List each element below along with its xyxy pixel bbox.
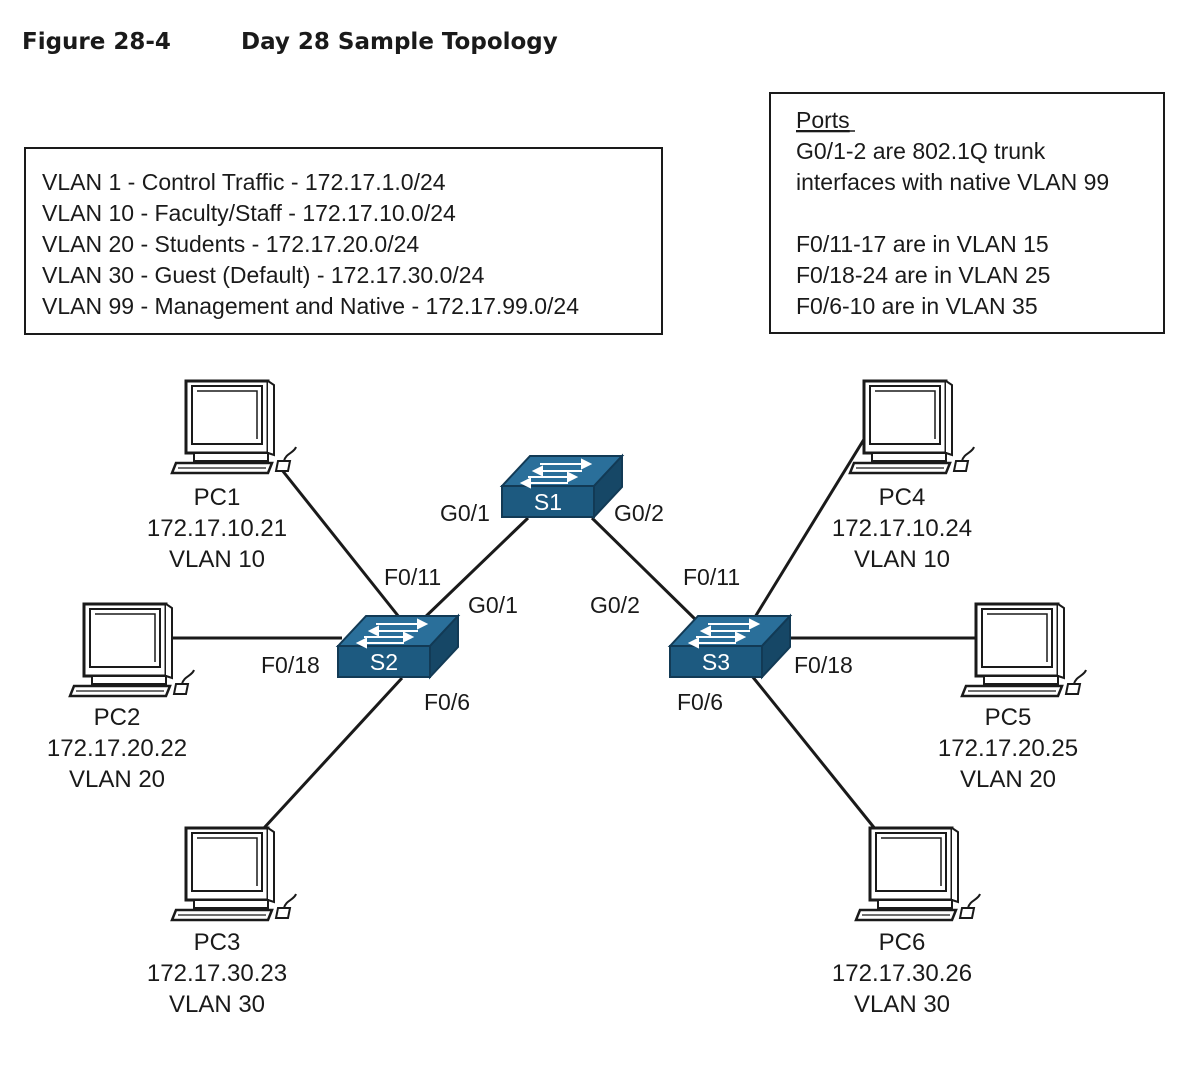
pc-name: PC6: [879, 929, 926, 956]
port-label-s2-f06: F0/6: [424, 689, 470, 715]
pc-vlan: VLAN 20: [960, 766, 1056, 793]
pc-vlan: VLAN 30: [169, 991, 265, 1018]
pc-icon: [854, 826, 982, 922]
pc5: PC5 172.17.20.25 VLAN 20: [938, 602, 1088, 793]
link-s1-s3: [590, 516, 700, 624]
pc-name: PC2: [94, 704, 141, 731]
ports-legend-box: Ports G0/1-2 are 802.1Q trunk interfaces…: [769, 92, 1165, 334]
pc-ip: 172.17.30.23: [147, 960, 287, 987]
vlan-line: VLAN 30 - Guest (Default) - 172.17.30.0/…: [42, 262, 485, 288]
figure-title: Day 28 Sample Topology: [241, 29, 558, 55]
links: [170, 435, 975, 831]
pc-icon: [960, 602, 1088, 698]
pc-ip: 172.17.20.25: [938, 735, 1078, 762]
pc-vlan: VLAN 10: [169, 546, 265, 573]
port-label-s3-f011: F0/11: [683, 564, 740, 590]
pc6: PC6 172.17.30.26 VLAN 30: [832, 826, 982, 1018]
ports-line: interfaces with native VLAN 99: [796, 169, 1109, 195]
pc-name: PC1: [194, 484, 241, 511]
pc-icon: [68, 602, 196, 698]
link-pc6-s3: [750, 675, 878, 831]
port-label-s1-g01: G0/1: [440, 500, 490, 526]
vlan-line: VLAN 1 - Control Traffic - 172.17.1.0/24: [42, 169, 446, 195]
figure-number: Figure 28-4: [22, 29, 171, 55]
port-label-s2-f011: F0/11: [384, 564, 441, 590]
vlan-legend-box: VLAN 1 - Control Traffic - 172.17.1.0/24…: [24, 147, 663, 335]
link-s2-s1: [418, 516, 530, 624]
link-pc1-s2: [276, 464, 405, 623]
port-label-s1-g02: G0/2: [614, 500, 664, 526]
pc-name: PC5: [985, 704, 1032, 731]
vlan-line: VLAN 10 - Faculty/Staff - 172.17.10.0/24: [42, 200, 456, 226]
port-label-s2-g01: G0/1: [468, 592, 518, 618]
ports-line: G0/1-2 are 802.1Q trunk: [796, 138, 1046, 164]
pc-vlan: VLAN 30: [854, 991, 950, 1018]
pc-ip: 172.17.10.21: [147, 515, 287, 542]
ports-line: F0/11-17 are in VLAN 15: [796, 231, 1049, 257]
port-label-s3-f06: F0/6: [677, 689, 723, 715]
port-label-s3-g02: G0/2: [590, 592, 640, 618]
pc-icon: [170, 826, 298, 922]
switch-s2: S2: [337, 615, 459, 678]
switch-s3: S3: [669, 615, 791, 678]
ports-line: F0/6-10 are in VLAN 35: [796, 293, 1038, 319]
pc-vlan: VLAN 20: [69, 766, 165, 793]
pc3: PC3 172.17.30.23 VLAN 30: [147, 826, 298, 1018]
switch-label: S2: [370, 649, 398, 675]
ports-line: F0/18-24 are in VLAN 25: [796, 262, 1050, 288]
pc-ip: 172.17.20.22: [47, 735, 187, 762]
port-label-s3-f018: F0/18: [794, 652, 853, 678]
pc-icon: [848, 379, 976, 475]
pc-vlan: VLAN 10: [854, 546, 950, 573]
pc-ip: 172.17.10.24: [832, 515, 972, 542]
port-labels: G0/1 G0/2 F0/11 G0/1 F0/18 F0/6 G0/2 F0/…: [261, 500, 853, 715]
link-pc3-s2: [262, 676, 404, 830]
pc1: PC1 172.17.10.21 VLAN 10: [147, 379, 298, 573]
link-pc4-s3: [750, 435, 868, 623]
switch-s1: S1: [501, 455, 623, 518]
vlan-line: VLAN 20 - Students - 172.17.20.0/24: [42, 231, 419, 257]
pc2: PC2 172.17.20.22 VLAN 20: [47, 602, 196, 793]
port-label-s2-f018: F0/18: [261, 652, 320, 678]
ports-heading: Ports: [796, 107, 850, 133]
switch-label: S1: [534, 489, 562, 515]
vlan-line: VLAN 99 - Management and Native - 172.17…: [42, 293, 579, 319]
pc-name: PC4: [879, 484, 926, 511]
pc-icon: [170, 379, 298, 475]
switch-label: S3: [702, 649, 730, 675]
pc4: PC4 172.17.10.24 VLAN 10: [832, 379, 976, 573]
pc-ip: 172.17.30.26: [832, 960, 972, 987]
pc-name: PC3: [194, 929, 241, 956]
